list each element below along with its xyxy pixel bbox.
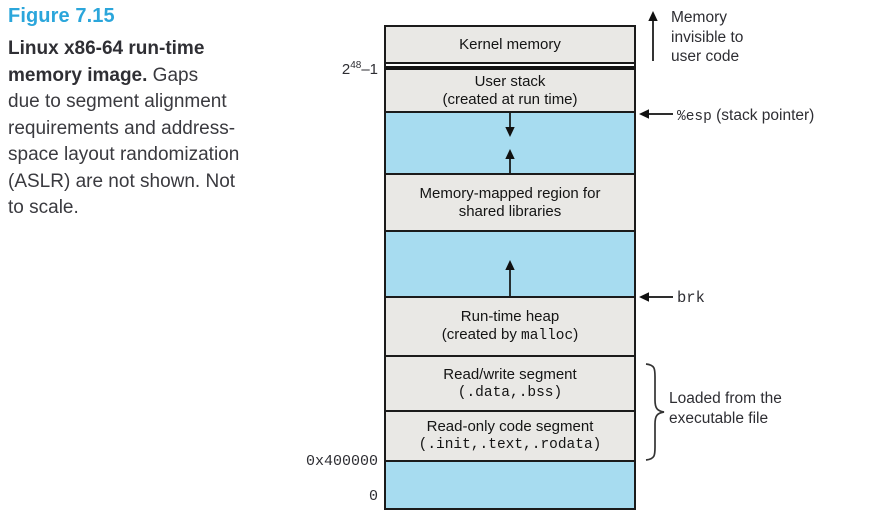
caption-line: Linux x86-64 run-time [8,38,205,59]
invisible-up-arrow [648,11,658,61]
segment-read-only: Read-only code segment (.init,.text,.rod… [386,412,634,462]
kernel-boundary-rule [386,66,634,70]
brk-label: brk [677,289,705,307]
segment-label: Run-time heap [460,308,560,325]
stack-grow-down-arrow [505,113,515,137]
address-label-max: 248–1 [341,60,378,78]
segment-memory-mapped: Memory-mapped region for shared librarie… [386,175,634,232]
segment-sublabel: (.init,.text,.rodata) [418,437,602,453]
segment-sublabel: (.data,.bss) [457,384,563,401]
segment-read-write: Read/write segment (.data,.bss) [386,357,634,412]
segment-sublabel: (created at run time) [442,90,578,108]
memory-invisible-note: Memory invisible to user code [671,9,744,65]
segment-label: User stack [474,72,546,90]
segment-sublabel: shared libraries [458,202,562,220]
figure-caption: Figure 7.15 Linux x86-64 run-time memory… [8,5,290,222]
caption-line: requirements and address- [8,117,236,139]
segment-sublabel: (created by malloc) [441,326,579,344]
loaded-brace [645,363,665,461]
address-label-zero: 0 [368,488,378,505]
segment-label: Read-only code segment [426,418,594,435]
brk-pointer-arrow [639,292,673,302]
segment-label: Read/write segment [443,365,577,383]
caption-line: due to segment alignment [8,91,227,112]
address-label-code-start: 0x400000 [305,453,378,470]
caption-line: to scale. [8,197,79,218]
heap-grow-up-arrow [505,260,515,296]
loaded-from-executable-note: Loaded from the executable file [669,390,782,427]
caption-line: memory image. Gaps [8,64,199,86]
mmap-grow-up-arrow [505,149,515,173]
segment-kernel-memory: Kernel memory [386,27,634,64]
esp-pointer-arrow [639,109,673,119]
segment-gap-below-stack [386,113,634,175]
caption-line: (ASLR) are not shown. Not [8,170,236,192]
segment-runtime-heap: Run-time heap (created by malloc) [386,298,634,357]
segment-gap-above-heap [386,232,634,298]
segment-user-stack: User stack (created at run time) [386,70,634,113]
caption-line: space layout randomization [8,144,240,165]
segment-bottom-unused [386,462,634,508]
segment-label: Kernel memory [459,35,561,53]
figure-number: Figure 7.15 [8,5,115,27]
segment-label: Memory-mapped region for [419,184,601,202]
esp-label: %esp (stack pointer) [677,107,815,125]
memory-column: Kernel memory User stack (created at run… [384,25,636,510]
